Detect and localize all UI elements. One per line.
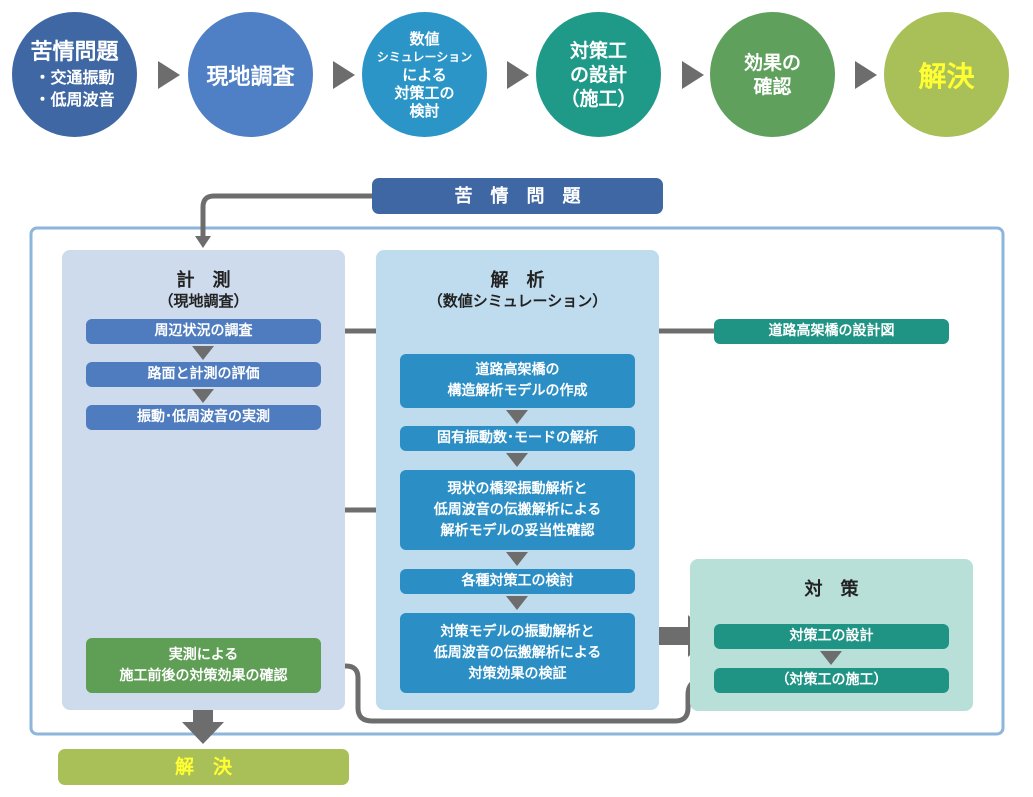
measurement-panel-title: 計 測 (176, 270, 231, 291)
step-line: 検討 (409, 101, 440, 120)
connector-construction-to-confirm (334, 663, 714, 724)
confirm-effect-box: 実測による 施工前後の対策効果の確認 (86, 638, 321, 693)
down-arrow-icon (506, 552, 528, 566)
step-line: 各種対策工の検討 (461, 573, 574, 589)
step-line: 解析モデルの妥当性確認 (440, 522, 595, 539)
step-title: 解決 (918, 59, 975, 93)
measure-step-field-measurement: 振動･低周波音の実測 (86, 405, 321, 430)
resolution-box: 解 決 (58, 749, 349, 785)
step-circle-simulation: 数値 シミュレーション による 対策工の 検討 (362, 12, 487, 137)
step-line: による (402, 65, 447, 84)
step-title: 現地調査 (206, 64, 295, 90)
step-line: 対策工の (394, 83, 455, 102)
flow-arrow-icon (507, 61, 529, 89)
step-line: 確認 (753, 75, 792, 98)
measure-step-survey: 周辺状況の調査 (86, 319, 321, 344)
step-line: 効果の (743, 51, 801, 74)
step-circle-site-survey: 現地調査 (188, 12, 313, 137)
flow-arrow-icon (682, 61, 704, 89)
analysis-step-eigen: 固有振動数･モードの解析 (400, 426, 635, 451)
step-line: （施工） (560, 87, 637, 110)
step-label: （対策工の施工） (775, 672, 888, 688)
step-line: 固有振動数･モードの解析 (437, 430, 598, 446)
step-line: ・低周波音 (34, 89, 115, 109)
flow-arrow-icon (855, 61, 877, 89)
down-arrow-icon (192, 389, 214, 403)
step-line: 現状の橋梁振動解析と (447, 480, 588, 497)
analysis-panel-subtitle: （数値シミュレーション） (427, 292, 608, 310)
step-line: 対策モデルの振動解析と (440, 623, 595, 640)
step-circle-effect-check: 効果の 確認 (710, 12, 835, 137)
flow-arrow-icon (158, 61, 180, 89)
down-arrow-icon (192, 346, 214, 360)
step-line: ・交通振動 (34, 67, 115, 87)
flow-arrow-icon (333, 61, 355, 89)
step-line: 低周波音の伝搬解析による (433, 644, 602, 661)
big-arrow-down-icon (182, 694, 224, 744)
main-frame (29, 226, 1005, 736)
down-arrow-icon (820, 651, 842, 665)
countermeasure-panel-title: 対 策 (804, 579, 859, 600)
confirm-line: 実測による (168, 646, 239, 663)
measurement-panel-subtitle: （現地調査） (158, 292, 249, 310)
analysis-step-validation: 現状の橋梁振動解析と 低周波音の伝搬解析による 解析モデルの妥当性確認 (400, 470, 635, 550)
step-line: 数値 (409, 29, 440, 48)
step-title: 苦情問題 (30, 39, 119, 65)
down-arrow-icon (506, 453, 528, 467)
design-drawing-box: 道路高架橋の設計図 (714, 319, 949, 344)
down-arrow-icon (506, 410, 528, 424)
step-label: 周辺状況の調査 (154, 323, 253, 339)
step-line: 道路高架橋の (475, 362, 560, 378)
step-line: シミュレーション (376, 49, 473, 64)
step-line: 対策効果の検証 (468, 665, 567, 682)
step-line: 対策工 (569, 39, 627, 62)
complaint-header-label: 苦 情 問 題 (454, 185, 581, 207)
design-drawing-label: 道路高架橋の設計図 (768, 323, 895, 339)
analysis-panel-title: 解 析 (490, 270, 545, 291)
step-label: 対策工の設計 (789, 628, 874, 644)
step-label: 振動･低周波音の実測 (137, 409, 270, 425)
step-line: 構造解析モデルの作成 (447, 383, 588, 399)
analysis-step-options: 各種対策工の検討 (400, 569, 635, 594)
step-circle-design: 対策工 の設計 （施工） (536, 12, 661, 137)
step-line: の設計 (569, 63, 627, 86)
complaint-header-box: 苦 情 問 題 (372, 178, 663, 214)
step-line: 低周波音の伝搬解析による (433, 501, 602, 518)
countermeasure-step-construction: （対策工の施工） (714, 668, 949, 693)
step-label: 路面と計測の評価 (147, 366, 260, 382)
countermeasure-step-design: 対策工の設計 (714, 624, 949, 649)
analysis-step-model: 道路高架橋の 構造解析モデルの作成 (400, 354, 635, 408)
down-arrow-icon (506, 596, 528, 610)
step-circle-complaint: 苦情問題 ・交通振動 ・低周波音 (12, 12, 137, 137)
analysis-step-verification: 対策モデルの振動解析と 低周波音の伝搬解析による 対策効果の検証 (400, 613, 635, 693)
measure-step-road-eval: 路面と計測の評価 (86, 362, 321, 387)
arrowhead-icon (195, 236, 211, 248)
step-circle-resolution: 解決 (884, 12, 1009, 137)
resolution-label: 解 決 (174, 755, 232, 778)
confirm-line: 施工前後の対策効果の確認 (119, 667, 288, 684)
connector-complaint-to-measure (200, 193, 372, 238)
